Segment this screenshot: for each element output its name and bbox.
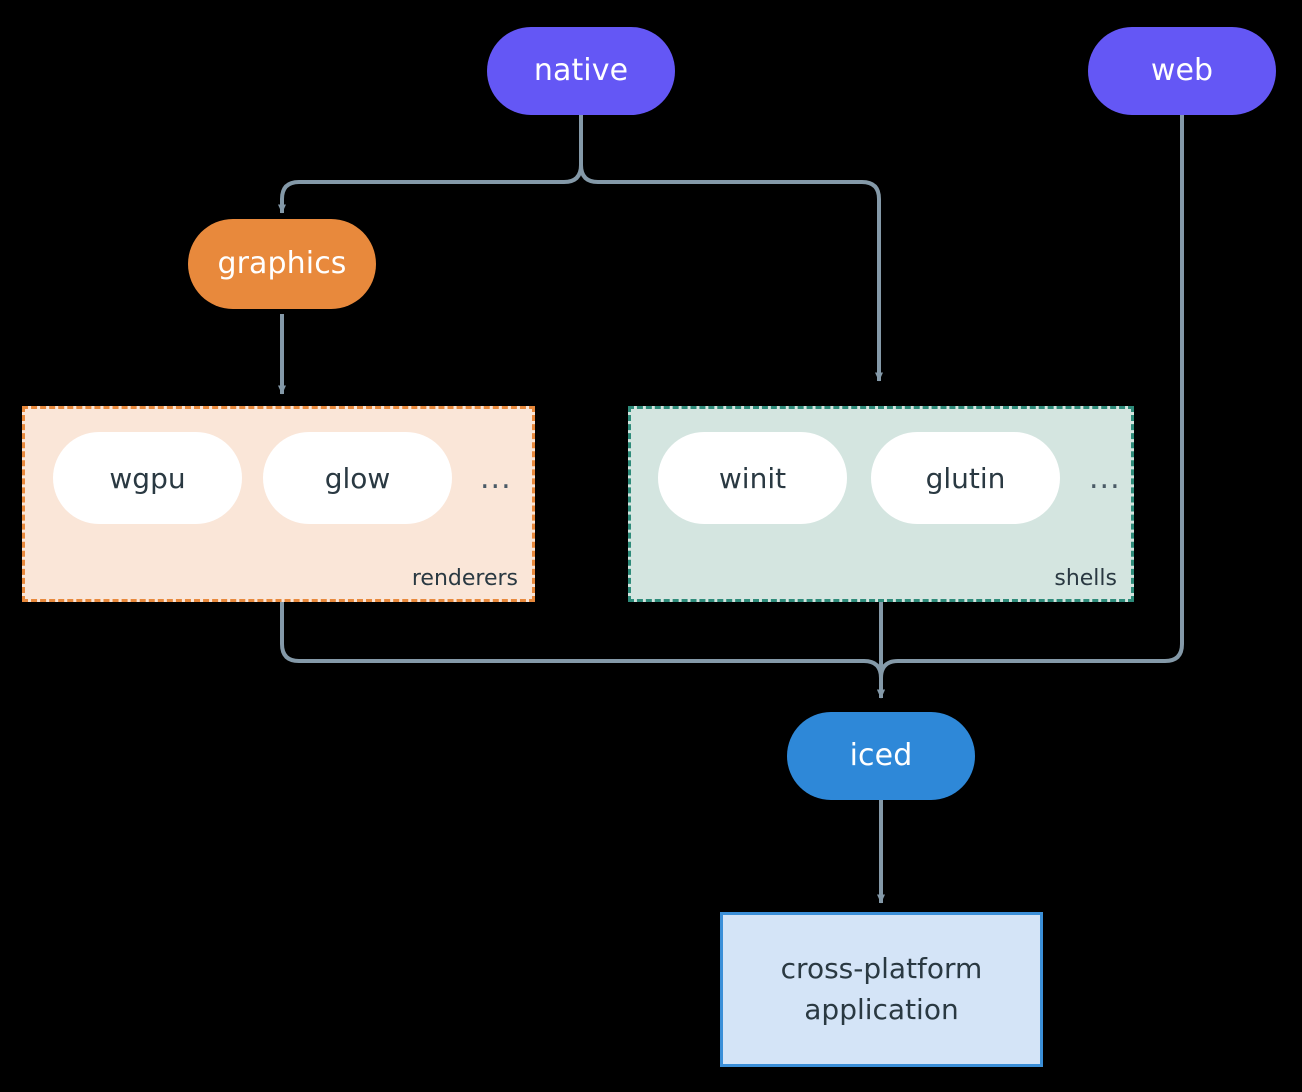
node-cross-platform-application[interactable]: cross-platform application: [720, 912, 1043, 1067]
leaf-pill-winit[interactable]: winit: [658, 432, 847, 524]
node-graphics-label: graphics: [217, 246, 347, 282]
node-graphics[interactable]: graphics: [188, 219, 376, 309]
leaf-pill-glutin[interactable]: glutin: [871, 432, 1060, 524]
group-renderers-label: renderers: [411, 566, 518, 591]
edge-renderers-iced: [280, 602, 885, 699]
leaf-pill-wgpu-label: wgpu: [109, 461, 186, 495]
application-label-line2: application: [804, 992, 959, 1026]
node-native-label: native: [533, 53, 629, 89]
node-iced-label: iced: [849, 738, 913, 774]
node-native[interactable]: native: [487, 27, 675, 115]
group-shells: winit glutin ... shells: [628, 406, 1134, 602]
leaf-pill-glow[interactable]: glow: [263, 432, 452, 524]
leaf-pill-glow-label: glow: [324, 461, 391, 495]
group-renderers: wgpu glow ... renderers: [22, 406, 535, 602]
leaf-pill-winit-label: winit: [718, 461, 787, 495]
leaf-pill-wgpu[interactable]: wgpu: [53, 432, 242, 524]
shells-overflow-ellipsis: ...: [1089, 460, 1121, 496]
edge-native-bus: [579, 113, 883, 382]
group-shells-label: shells: [1054, 566, 1117, 591]
edge-web-iced: [877, 113, 1184, 699]
node-web[interactable]: web: [1088, 27, 1276, 115]
application-label-line1: cross-platform: [780, 951, 983, 985]
leaf-pill-glutin-label: glutin: [925, 461, 1006, 495]
node-web-label: web: [1150, 53, 1214, 89]
renderers-overflow-ellipsis: ...: [480, 460, 512, 496]
edge-native-graphics: [278, 164, 583, 214]
node-iced[interactable]: iced: [787, 712, 975, 800]
